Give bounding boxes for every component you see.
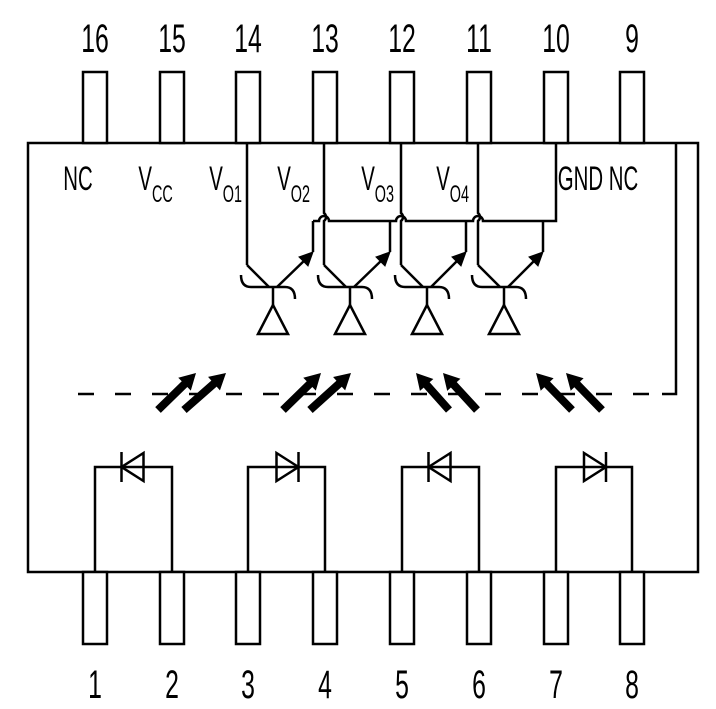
collector-wire-2 <box>322 143 328 265</box>
pin-number: 14 <box>234 17 262 61</box>
pin-lead <box>542 570 570 646</box>
barrier-right-connector <box>662 143 678 396</box>
npn-phototransistor-icon <box>316 251 391 336</box>
pin-4: 4 <box>311 570 339 708</box>
pin-lead <box>465 70 493 145</box>
pin-11: 11 <box>465 17 493 145</box>
pin-lead <box>234 570 262 646</box>
pin-number: 15 <box>158 17 186 61</box>
pin-lead <box>542 70 570 145</box>
pin-label-14: VO1 <box>209 160 242 208</box>
pin-lead <box>81 70 109 145</box>
pin-number: 16 <box>81 17 109 61</box>
pin-8: 8 <box>618 570 646 708</box>
light-arrow-icon <box>566 373 605 413</box>
pin-label-15: VCC <box>138 160 172 208</box>
triangle-ground-icon <box>332 302 368 336</box>
pin-15: 15 <box>158 17 186 145</box>
pin-9: 9 <box>618 17 646 145</box>
pin-10: 10 <box>542 17 570 145</box>
pin-label-11: VO4 <box>436 160 469 208</box>
pin-number: 8 <box>625 663 639 707</box>
pin-number: 10 <box>542 17 570 61</box>
pin-number: 5 <box>395 663 409 707</box>
pin-12: 12 <box>388 17 416 145</box>
light-arrow-icon <box>280 373 321 413</box>
pin-number: 13 <box>311 17 339 61</box>
pin-label-16: NC <box>63 160 92 198</box>
pin-14: 14 <box>234 17 262 145</box>
led-diode-icon <box>400 450 481 572</box>
pin-number: 9 <box>625 17 639 61</box>
led-diode-icon <box>554 450 634 572</box>
pin-13: 13 <box>311 17 339 145</box>
package-body <box>26 141 700 574</box>
pin-number: 11 <box>466 17 492 61</box>
light-arrow-icon <box>155 373 196 413</box>
pin-3: 3 <box>234 570 262 708</box>
pin-2: 2 <box>158 570 186 708</box>
pin-number: 7 <box>549 663 563 707</box>
light-arrow-icon <box>307 373 351 413</box>
pin-number: 6 <box>472 663 486 707</box>
pin-7: 7 <box>542 570 570 708</box>
pin-lead <box>618 70 646 145</box>
npn-phototransistor-icon <box>393 251 467 336</box>
pin-lead <box>388 70 416 145</box>
light-arrow-icon <box>536 373 575 413</box>
pin-label-13: VO2 <box>277 160 310 208</box>
pin-lead <box>158 70 186 145</box>
pin-number: 2 <box>165 663 179 707</box>
pin-lead <box>158 570 186 646</box>
pin-label-9: GND NC <box>558 160 638 198</box>
pin-lead <box>618 570 646 646</box>
pin-number: 3 <box>241 663 255 707</box>
emitter-bus-wire <box>313 143 558 223</box>
pin-label-12: VO3 <box>361 160 394 208</box>
pin-number: 12 <box>388 17 416 61</box>
pin-lead <box>311 570 339 646</box>
led-diode-icon <box>246 450 327 572</box>
collector-wire-3 <box>399 143 405 265</box>
pin-1: 1 <box>81 570 109 708</box>
pin-lead <box>465 570 493 646</box>
pin-16: 16 <box>81 17 109 145</box>
pin-lead <box>81 570 109 646</box>
light-arrow-icon <box>416 373 452 413</box>
light-arrow-icon <box>443 373 480 413</box>
pin-number: 1 <box>88 663 102 707</box>
pin-lead <box>311 70 339 145</box>
pin-5: 5 <box>388 570 416 708</box>
npn-phototransistor-icon <box>470 251 544 336</box>
led-diode-icon <box>93 450 174 572</box>
pin-number: 4 <box>318 663 332 707</box>
npn-phototransistor-icon <box>239 251 314 336</box>
collector-wire-4 <box>476 143 482 265</box>
pin-lead <box>388 570 416 646</box>
light-arrow-icon <box>181 373 226 414</box>
triangle-ground-icon <box>409 302 445 336</box>
triangle-ground-icon <box>486 302 522 336</box>
pin-6: 6 <box>465 570 493 708</box>
triangle-ground-icon <box>255 302 291 336</box>
pin-lead <box>234 70 262 145</box>
